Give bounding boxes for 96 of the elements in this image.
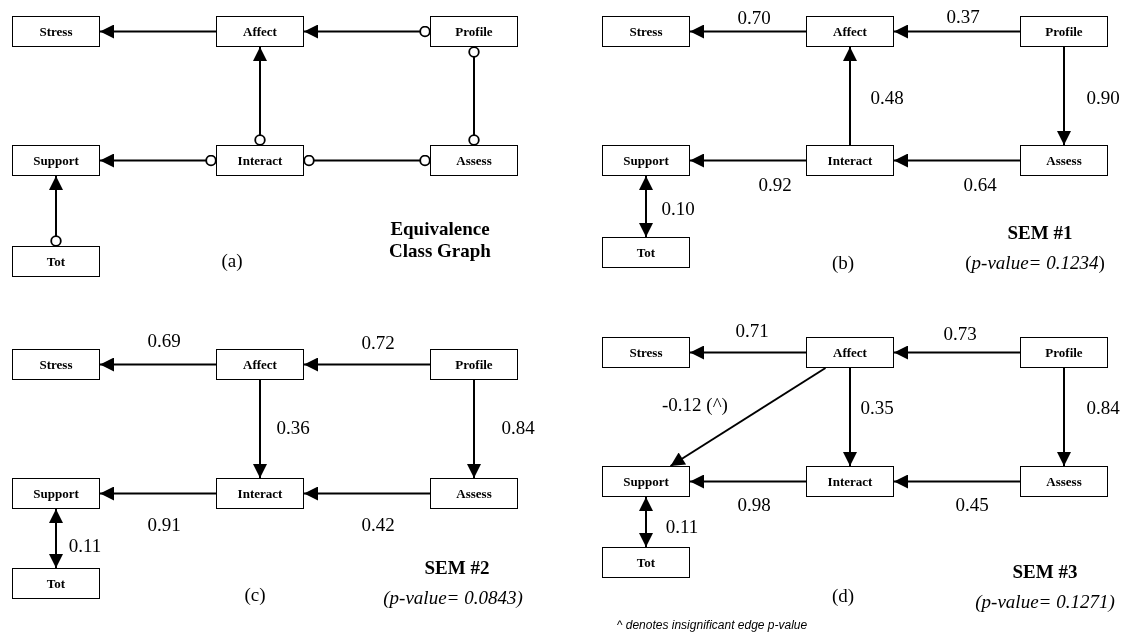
arrow [639, 496, 653, 548]
arrow [893, 474, 1021, 489]
panel-label: (a) [221, 250, 243, 272]
arrow [843, 46, 857, 146]
variable-name: Interact [827, 152, 873, 169]
variable-name: Affect [833, 23, 867, 40]
variable-box [12, 16, 100, 47]
variable-box [216, 478, 304, 509]
variable-name: Assess [456, 152, 492, 169]
arrow [893, 24, 1021, 39]
variable-box [806, 466, 894, 497]
variable-name: Profile [1045, 344, 1083, 361]
variable-box [602, 16, 690, 47]
variable-box [216, 16, 304, 47]
variable-name: Interact [827, 473, 873, 490]
variable-box [430, 349, 518, 380]
variable-name: Support [623, 152, 669, 169]
variable-box [1020, 466, 1108, 497]
variable-name: Profile [1045, 23, 1083, 40]
panel-title: SEM #3 [1012, 561, 1078, 583]
arrow [639, 175, 653, 238]
variable-name: Affect [243, 23, 277, 40]
arrow [253, 46, 267, 146]
arrow [689, 24, 807, 39]
variable-name: Tot [46, 253, 66, 270]
variable-name: Profile [455, 356, 493, 373]
p-value-note: (p-value= 0.0843) [383, 587, 523, 609]
arrow [467, 379, 481, 479]
arrow [99, 153, 217, 168]
variable-box [12, 568, 100, 599]
variable-box [12, 145, 100, 176]
edge-label: -0.12 (^) [660, 394, 730, 416]
variable-box [806, 16, 894, 47]
variable-name: Support [33, 152, 79, 169]
arrow [893, 153, 1021, 168]
variable-name: Support [623, 473, 669, 490]
panel-label: (c) [244, 584, 266, 606]
arrow [669, 367, 827, 467]
variable-box [216, 145, 304, 176]
arrow [303, 357, 431, 372]
variable-box [1020, 16, 1108, 47]
variable-name: Stress [629, 344, 663, 361]
arrow [49, 175, 63, 247]
panel-label: (d) [831, 585, 855, 607]
arrow [99, 357, 217, 372]
variable-box [602, 237, 690, 268]
panel-title: Equivalence Class Graph [388, 218, 492, 262]
arrow [303, 24, 431, 39]
arrow [689, 474, 807, 489]
arrow [843, 367, 857, 467]
arrow [99, 24, 217, 39]
arrow [689, 345, 807, 360]
panel-title: SEM #2 [424, 557, 490, 579]
variable-name: Stress [629, 23, 663, 40]
arrow [893, 345, 1021, 360]
arrow [49, 508, 63, 569]
variable-name: Stress [39, 356, 73, 373]
variable-box [602, 145, 690, 176]
variable-name: Stress [39, 23, 73, 40]
variable-box [602, 466, 690, 497]
variable-box [602, 337, 690, 368]
variable-name: Assess [456, 485, 492, 502]
variable-name: Interact [237, 152, 283, 169]
variable-name: Tot [636, 244, 656, 261]
variable-box [806, 145, 894, 176]
variable-name: Profile [455, 23, 493, 40]
variable-name: Assess [1046, 152, 1082, 169]
arrow [303, 486, 431, 501]
variable-name: Interact [237, 485, 283, 502]
variable-box [12, 246, 100, 277]
panel-title: SEM #1 [1007, 222, 1073, 244]
variable-box [216, 349, 304, 380]
variable-box [12, 478, 100, 509]
footnote: ^ denotes insignificant edge p-value [616, 618, 808, 632]
variable-box [430, 16, 518, 47]
variable-name: Support [33, 485, 79, 502]
variable-name: Affect [243, 356, 277, 373]
arrow [1057, 46, 1071, 146]
variable-box [1020, 145, 1108, 176]
variable-name: Assess [1046, 473, 1082, 490]
variable-name: Tot [46, 575, 66, 592]
variable-name: Affect [833, 344, 867, 361]
arrow [1057, 367, 1071, 467]
variable-box [430, 478, 518, 509]
arrow [99, 486, 217, 501]
variable-box [430, 145, 518, 176]
arrow [253, 379, 267, 479]
p-value-note: (p-value= 0.1271) [975, 591, 1115, 613]
panel-label: (b) [831, 252, 855, 274]
variable-box [1020, 337, 1108, 368]
p-value-note: (p-value= 0.1234) [965, 252, 1105, 274]
variable-box [806, 337, 894, 368]
variable-name: Tot [636, 554, 656, 571]
arrow [689, 153, 807, 168]
variable-box [602, 547, 690, 578]
variable-box [12, 349, 100, 380]
